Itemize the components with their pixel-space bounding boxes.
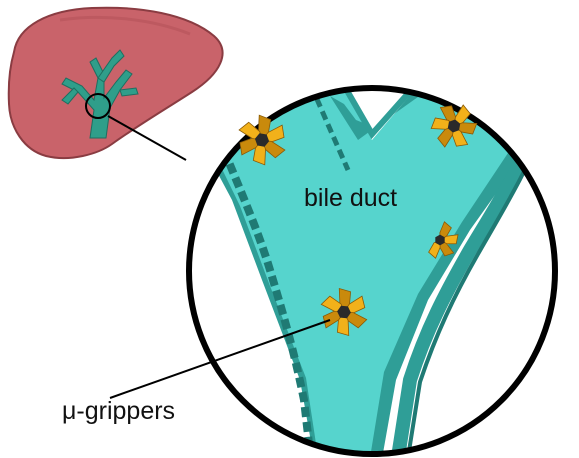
micro-grippers-label: μ-grippers [62,399,175,424]
liver [9,8,223,160]
bile-duct-label: bile duct [304,186,397,211]
